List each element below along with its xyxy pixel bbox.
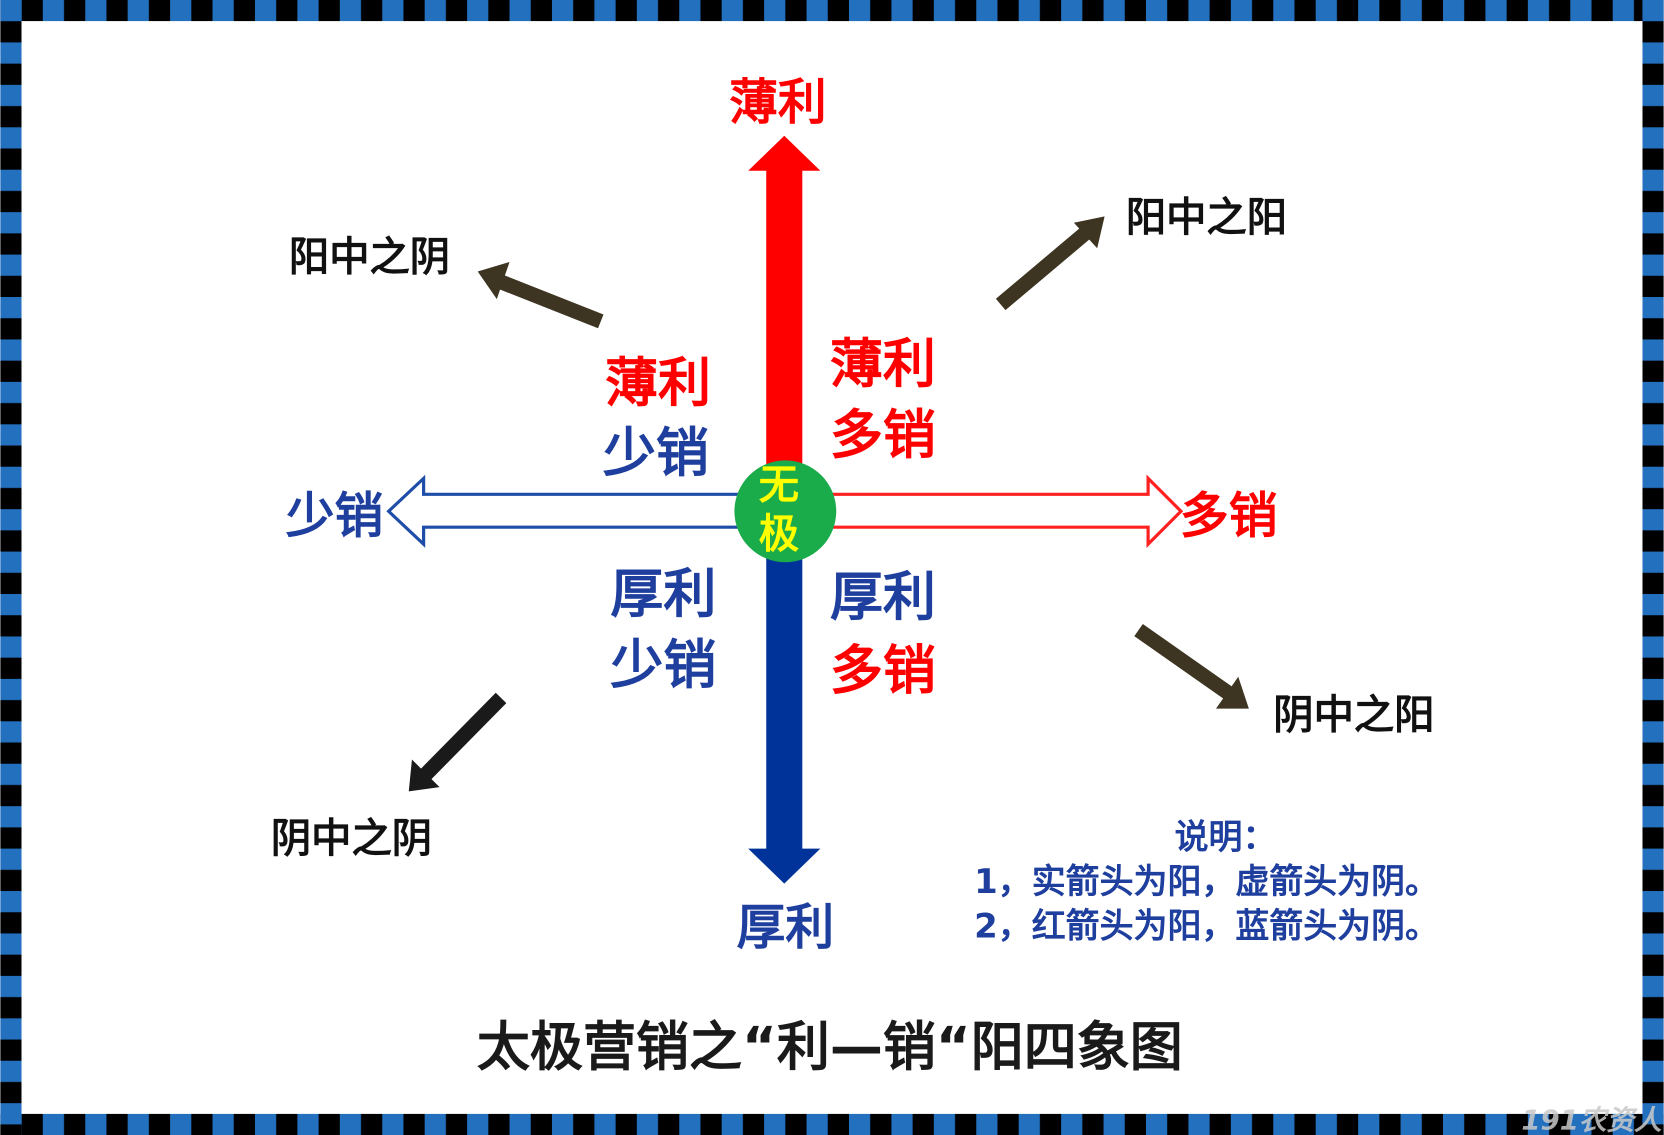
diagram-title: 太极营销之“利—销“阳四象图 <box>477 1016 1183 1078</box>
axis-left-label: 少销 <box>286 487 384 544</box>
more-sales-hollow-arrow <box>826 474 1184 549</box>
less-sales-hollow-arrow <box>386 474 745 548</box>
legend-line-1: 1，实箭头为阳，虚箭头为阴。 <box>974 862 1439 902</box>
thin-profit-arrow-shaft <box>766 167 803 476</box>
quadrant-bottom-right-line1: 厚利 <box>830 566 936 628</box>
legend-heading: 说明： <box>1175 818 1277 858</box>
diagonal-arrow-bottom-left <box>408 692 507 792</box>
diagonal-label-top-right: 阳中之阳 <box>1126 194 1287 241</box>
quadrant-bottom-left-line1: 厚利 <box>610 563 716 625</box>
axis-bottom-label: 厚利 <box>737 899 835 956</box>
quadrant-top-left-line1: 薄利 <box>605 352 711 414</box>
profit-axis <box>748 135 821 884</box>
center-label-wu: 无 <box>759 462 799 509</box>
diagonal-arrow-top-right <box>995 216 1105 311</box>
legend-line-2: 2，红箭头为阳，蓝箭头为阴。 <box>974 907 1439 947</box>
quadrant-top-left-line2: 少销 <box>603 422 709 484</box>
quadrant-top-right-line1: 薄利 <box>830 333 936 395</box>
diagonal-arrow-bottom-right <box>1134 624 1249 709</box>
quadrant-bottom-left-line2: 少销 <box>610 634 716 696</box>
thin-profit-arrowhead <box>748 135 821 171</box>
quadrant-top-right-line2: 多销 <box>830 404 936 466</box>
quadrant-bottom-right-line2: 多销 <box>830 639 936 701</box>
diagonal-label-bottom-right: 阴中之阳 <box>1273 692 1434 739</box>
diagonal-label-bottom-left: 阴中之阴 <box>271 815 432 862</box>
diagonal-label-top-left: 阳中之阴 <box>289 233 450 280</box>
wuji-center-circle: 无 极 <box>734 460 837 563</box>
thick-profit-arrow-shaft <box>766 546 803 852</box>
watermark: 191农资人 <box>1521 1104 1662 1135</box>
axis-top-label: 薄利 <box>729 74 827 131</box>
diagonal-arrow-top-left <box>477 262 604 329</box>
axis-right-label: 多销 <box>1180 487 1278 544</box>
thick-profit-arrowhead <box>748 848 821 884</box>
center-label-ji: 极 <box>759 510 800 557</box>
